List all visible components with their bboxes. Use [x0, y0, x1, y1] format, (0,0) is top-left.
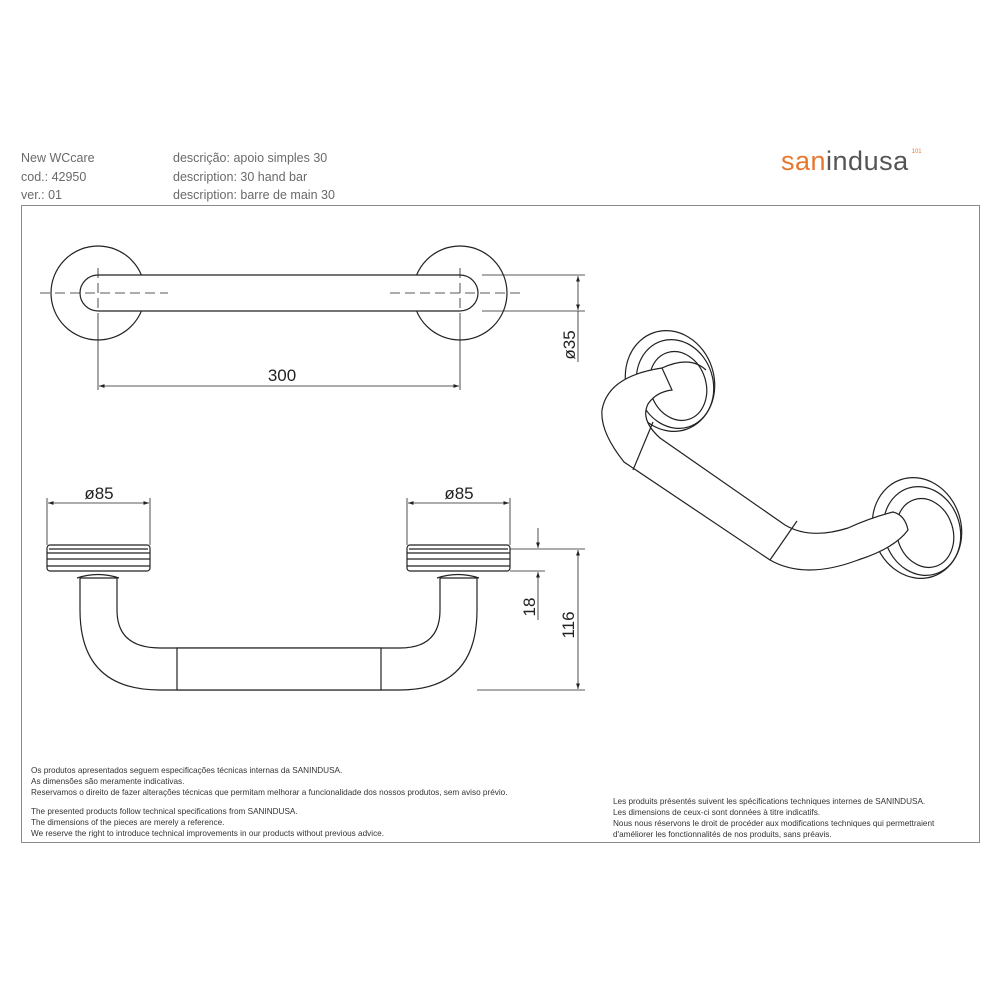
- dim-flange-left-label: ø85: [84, 484, 113, 503]
- center-lines: [40, 268, 520, 318]
- logo-prefix: san: [781, 146, 827, 176]
- description-pt: descrição: apoio simples 30: [173, 151, 328, 165]
- grip-sleeve: [176, 647, 382, 691]
- dim-flange-right-label: ø85: [444, 484, 473, 503]
- iso-bar: [601, 367, 909, 571]
- notes-french: Les produits présentés suivent les spéci…: [613, 796, 934, 840]
- dim-projection-label: 116: [559, 611, 578, 638]
- note-line: The dimensions of the pieces are merely …: [31, 818, 225, 827]
- note-line: Os produtos apresentados seguem especifi…: [31, 766, 343, 775]
- logo-suffix: indusa: [826, 146, 909, 176]
- note-line: Les dimensions de ceux-ci sont données à…: [613, 808, 821, 817]
- description-fr: description: barre de main 30: [173, 188, 335, 202]
- product-version: ver.: 01: [21, 188, 62, 202]
- bar-top: [79, 274, 479, 312]
- dim-tube: [482, 274, 585, 362]
- notes-portuguese: Os produtos apresentados seguem especifi…: [31, 765, 507, 798]
- note-line: We reserve the right to introduce techni…: [31, 829, 384, 838]
- dim-heights: [477, 528, 585, 691]
- logo-mark: 101: [911, 149, 922, 155]
- product-code: cod.: 42950: [21, 169, 87, 184]
- dim-tube-label: ø35: [560, 330, 579, 359]
- dim-length: [97, 318, 461, 390]
- note-line: Reservamos o direito de fazer alterações…: [31, 788, 508, 797]
- product-info: New WCcare cod.: 42950 ver.: 01: [21, 149, 95, 205]
- note-line: The presented products follow technical …: [31, 807, 298, 816]
- right-flange-front: [406, 544, 511, 579]
- product-descriptions: descrição: apoio simples 30 description:…: [173, 149, 335, 205]
- notes-english: The presented products follow technical …: [31, 806, 384, 839]
- product-series: New WCcare: [21, 151, 95, 165]
- isometric-view: [601, 330, 963, 579]
- drawing-frame: [21, 205, 980, 843]
- dim-flange-height-label: 18: [520, 598, 539, 617]
- dim-length-label: 300: [268, 366, 296, 385]
- note-line: d'améliorer les fonctionnalités de nos p…: [613, 830, 832, 839]
- front-view: [46, 544, 511, 691]
- description-en: description: 30 hand bar: [173, 169, 308, 184]
- note-line: Les produits présentés suivent les spéci…: [613, 797, 926, 806]
- left-flange-front: [46, 544, 151, 579]
- dim-flanges: [46, 498, 511, 545]
- note-line: Nous nous réservons le droit de procéder…: [613, 819, 935, 828]
- note-line: As dimensões são meramente indicativas.: [31, 777, 185, 786]
- top-view: [40, 245, 520, 341]
